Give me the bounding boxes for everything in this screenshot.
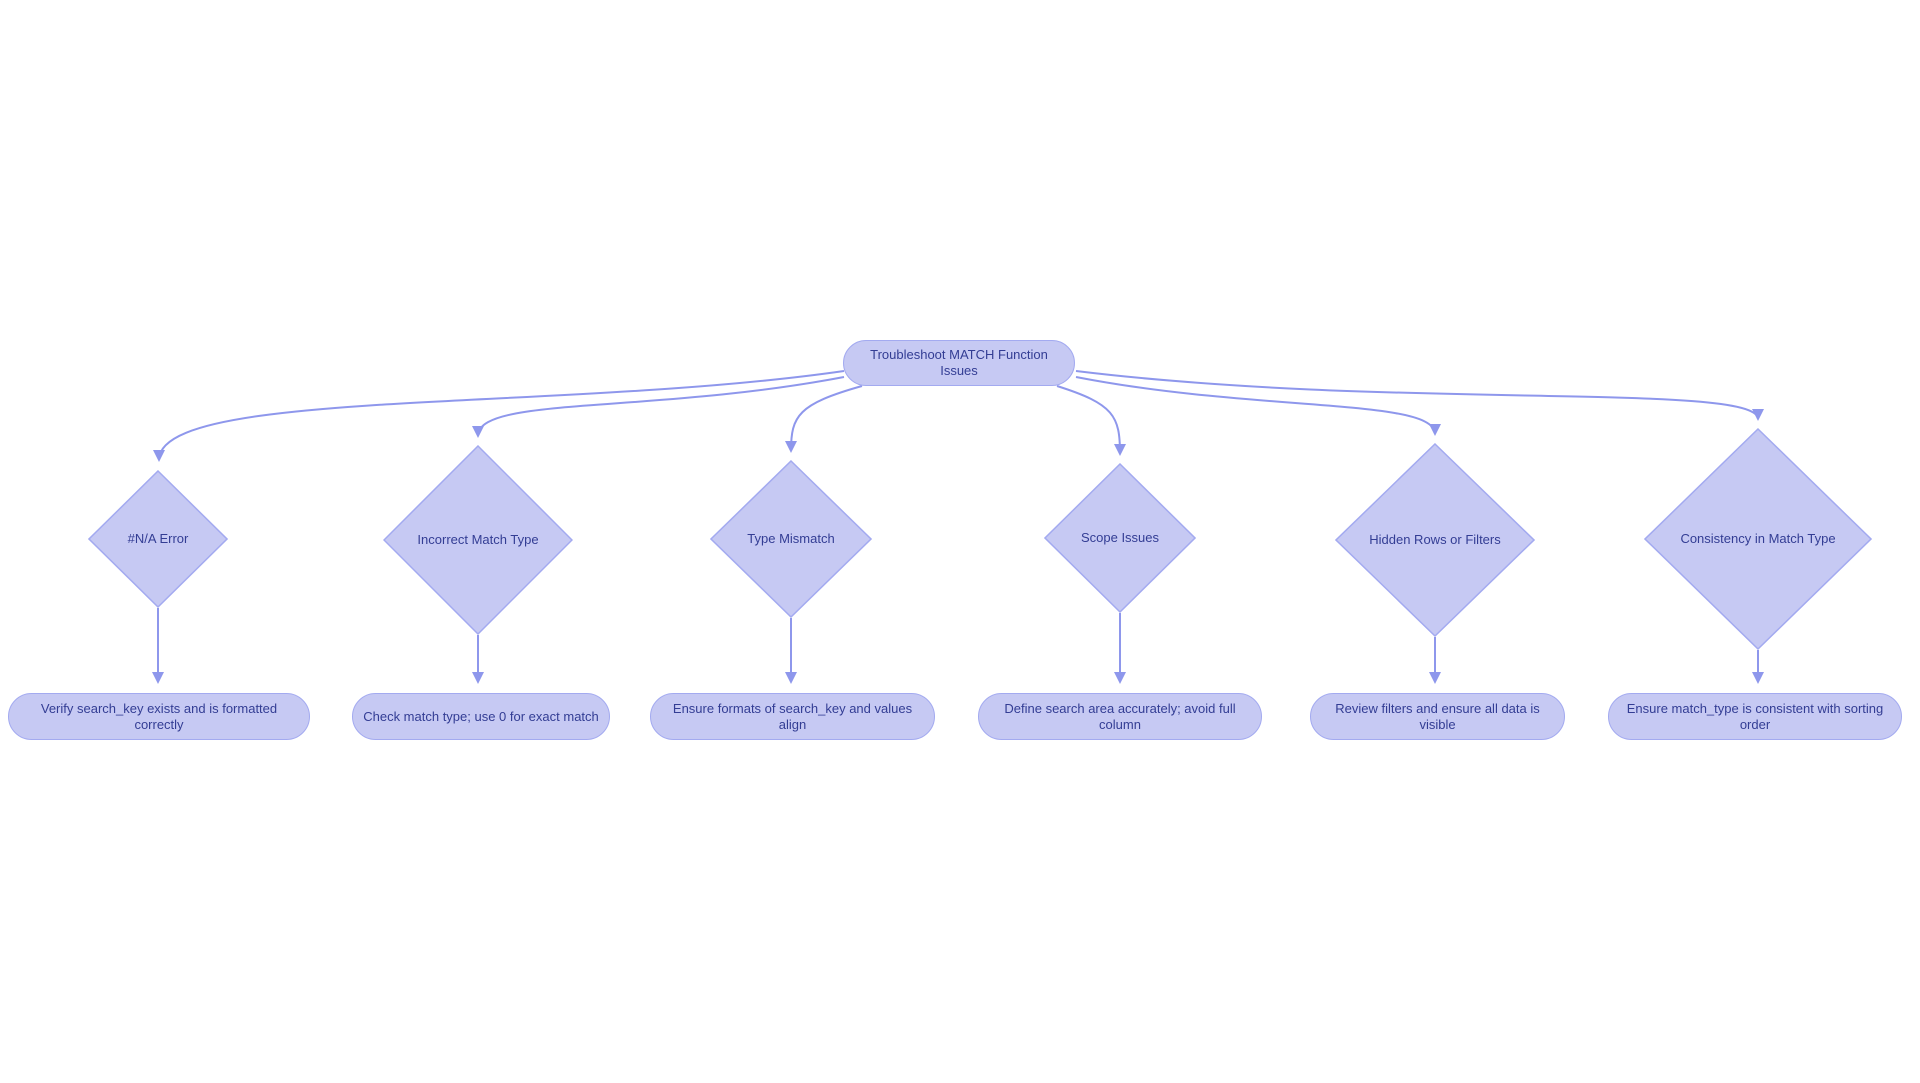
edge-root-to-decision-5 (1075, 376, 1441, 436)
action-node-match-type-sorting-order-label: Ensure match_type is consistent with sor… (1626, 700, 1884, 732)
decision-node-type-mismatch: Type Mismatch (710, 460, 872, 618)
decision-node-hidden-rows-or-filters-label: Hidden Rows or Filters (1369, 531, 1501, 547)
decision-node-na-error-label: #N/A Error (127, 530, 189, 546)
decision-node-incorrect-match-type-label: Incorrect Match Type (417, 531, 539, 547)
action-node-verify-search-key: Verify search_key exists and is formatte… (8, 693, 310, 740)
decision-node-scope-issues: Scope Issues (1044, 463, 1196, 613)
decision-node-hidden-rows-or-filters: Hidden Rows or Filters (1335, 443, 1535, 637)
decision-node-incorrect-match-type: Incorrect Match Type (383, 445, 573, 635)
root-node-label: Troubleshoot MATCH Function Issues (870, 347, 1048, 378)
action-node-define-search-area-label: Define search area accurately; avoid ful… (1004, 700, 1236, 732)
edge-root-to-decision-2 (472, 376, 845, 438)
edge-root-to-decision-6 (1075, 370, 1764, 421)
action-node-review-filters: Review filters and ensure all data is vi… (1310, 693, 1565, 740)
edge-root-to-decision-3 (785, 385, 863, 453)
action-node-verify-search-key-label: Verify search_key exists and is formatte… (40, 700, 278, 732)
action-node-check-match-type-label: Check match type; use 0 for exact match (363, 708, 599, 724)
action-node-review-filters-label: Review filters and ensure all data is vi… (1335, 700, 1540, 732)
action-node-define-search-area: Define search area accurately; avoid ful… (978, 693, 1262, 740)
action-node-ensure-formats-align: Ensure formats of search_key and values … (650, 693, 935, 740)
decision-node-type-mismatch-label: Type Mismatch (747, 530, 835, 546)
edge-root-to-decision-4 (1056, 385, 1126, 456)
action-node-check-match-type: Check match type; use 0 for exact match (352, 693, 610, 740)
decision-node-scope-issues-label: Scope Issues (1080, 529, 1160, 545)
action-node-match-type-sorting-order: Ensure match_type is consistent with sor… (1608, 693, 1902, 740)
decision-node-consistency-in-match-type: Consistency in Match Type (1644, 428, 1872, 650)
decision-node-na-error: #N/A Error (88, 470, 228, 608)
root-node: Troubleshoot MATCH Function Issues (843, 340, 1075, 386)
decision-node-consistency-in-match-type-label: Consistency in Match Type (1680, 530, 1836, 546)
action-node-ensure-formats-align-label: Ensure formats of search_key and values … (672, 700, 913, 732)
